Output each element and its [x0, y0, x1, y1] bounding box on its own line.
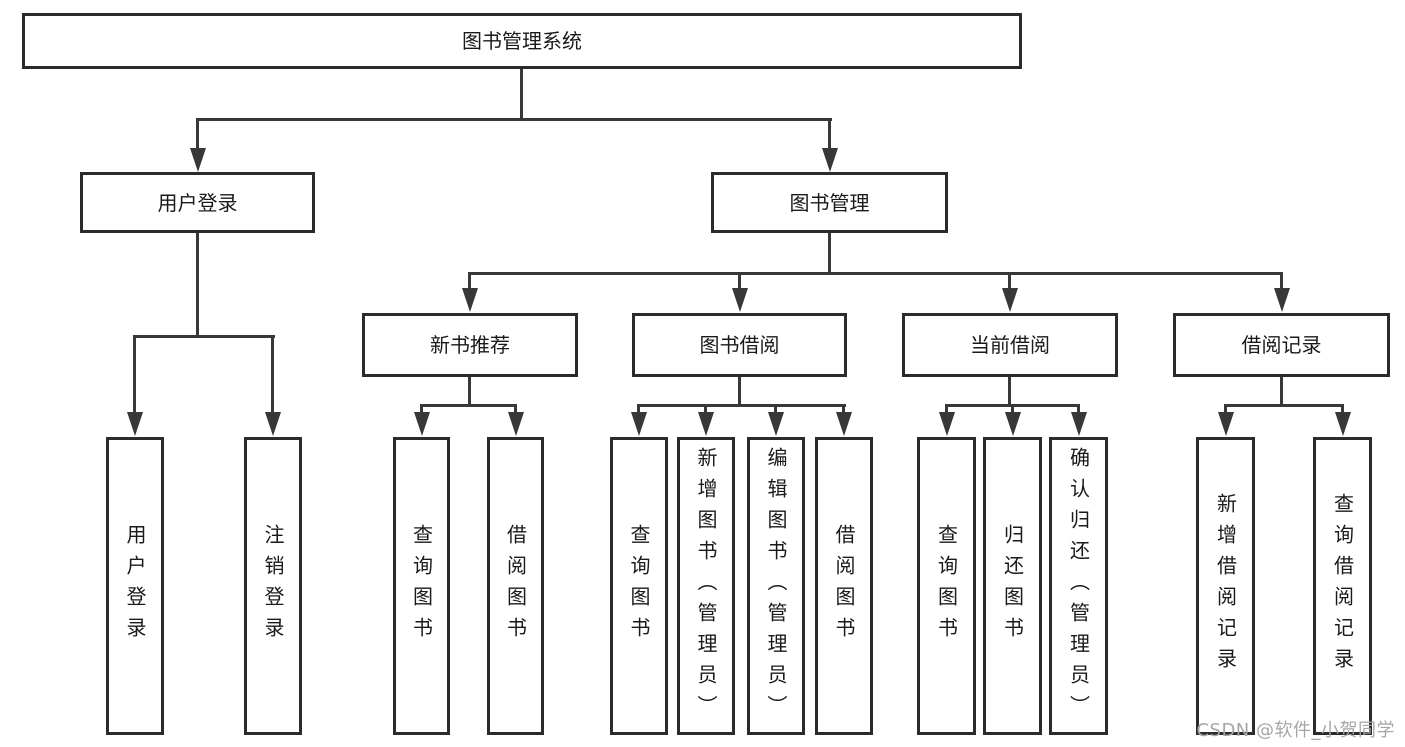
leaf-add-borrow-record-label: 新增借阅记录 [1213, 493, 1238, 679]
leaf-edit-book-admin: 编辑图书（管理员） [747, 437, 805, 735]
csdn-watermark: CSDN @软件_小贺同学 [1196, 720, 1395, 741]
leaf-borrow-books-2-label: 借阅图书 [832, 524, 856, 648]
leaf-confirm-return-admin: 确认归还（管理员） [1049, 437, 1108, 735]
node-new-book-recommend-label: 新书推荐 [430, 333, 510, 357]
arrow-to-user-login-icon [189, 118, 206, 172]
leaf-return-book-label: 归还图书 [1000, 524, 1025, 648]
node-borrow-records: 借阅记录 [1173, 313, 1390, 377]
connector-root-stub [520, 69, 523, 118]
arrow-to-book-borrow-icon [731, 272, 748, 312]
leaf-add-borrow-record: 新增借阅记录 [1196, 437, 1255, 735]
leaf-query-books-3-label: 查询图书 [934, 524, 959, 648]
connector-book-mgmt-branch [468, 272, 1283, 275]
arrow-leaf-icon [1004, 404, 1021, 436]
node-root: 图书管理系统 [22, 13, 1022, 69]
leaf-user-login: 用户登录 [106, 437, 164, 735]
arrow-leaf-icon [630, 404, 647, 436]
leaf-query-books-2: 查询图书 [610, 437, 668, 735]
connector-user-login-stub [196, 233, 199, 338]
arrow-leaf-icon [413, 404, 430, 436]
leaf-borrow-books-2: 借阅图书 [815, 437, 873, 735]
connector-borrow-records-stub [1280, 377, 1283, 406]
arrow-leaf-icon [1334, 404, 1351, 436]
arrow-to-book-mgmt-icon [821, 118, 838, 172]
node-new-book-recommend: 新书推荐 [362, 313, 578, 377]
node-borrow-records-label: 借阅记录 [1241, 333, 1322, 357]
leaf-return-book: 归还图书 [983, 437, 1042, 735]
node-current-borrow-label: 当前借阅 [970, 333, 1050, 357]
connector-new-book-rec-branch [420, 404, 517, 407]
node-book-management-label: 图书管理 [789, 190, 870, 215]
leaf-confirm-return-admin-label: 确认归还（管理员） [1066, 446, 1091, 726]
arrow-to-borrow-records-icon [1273, 272, 1290, 312]
connector-new-book-rec-stub [468, 377, 471, 406]
arrow-leaf-icon [1070, 404, 1087, 436]
node-book-management: 图书管理 [711, 172, 948, 233]
leaf-borrow-books-1-label: 借阅图书 [503, 524, 528, 648]
arrow-to-leaf-logout-icon [264, 335, 281, 436]
connector-borrow-records-branch [1224, 404, 1344, 407]
arrow-leaf-icon [1217, 404, 1234, 436]
leaf-query-books-1: 查询图书 [393, 437, 450, 735]
connector-book-mgmt-stub [828, 233, 831, 274]
leaf-query-borrow-record: 查询借阅记录 [1313, 437, 1372, 735]
connector-book-borrow-stub [738, 377, 741, 406]
leaf-query-books-3: 查询图书 [917, 437, 976, 735]
leaf-logout-label: 注销登录 [261, 524, 285, 648]
arrow-leaf-icon [835, 404, 852, 436]
leaf-query-books-1-label: 查询图书 [409, 524, 434, 648]
node-book-borrow: 图书借阅 [632, 313, 847, 377]
arrow-leaf-icon [767, 404, 784, 436]
arrow-to-current-borrow-icon [1001, 272, 1018, 312]
leaf-add-book-admin-label: 新增图书（管理员） [694, 446, 718, 726]
leaf-query-books-2-label: 查询图书 [627, 524, 651, 648]
arrow-to-new-book-rec-icon [461, 272, 478, 312]
leaf-user-login-label: 用户登录 [123, 524, 147, 648]
leaf-edit-book-admin-label: 编辑图书（管理员） [764, 446, 788, 726]
node-user-login-label: 用户登录 [157, 190, 238, 215]
node-root-label: 图书管理系统 [462, 29, 582, 53]
leaf-logout: 注销登录 [244, 437, 302, 735]
node-user-login: 用户登录 [80, 172, 315, 233]
arrow-leaf-icon [697, 404, 714, 436]
node-book-borrow-label: 图书借阅 [699, 333, 780, 357]
connector-root-branch [196, 118, 832, 121]
connector-current-borrow-stub [1008, 377, 1011, 406]
leaf-borrow-books-1: 借阅图书 [487, 437, 544, 735]
arrow-leaf-icon [938, 404, 955, 436]
arrow-to-leaf-user-login-icon [126, 335, 143, 436]
connector-user-login-branch [133, 335, 275, 338]
connector-book-borrow-branch [637, 404, 846, 407]
arrow-leaf-icon [507, 404, 524, 436]
leaf-add-book-admin: 新增图书（管理员） [677, 437, 735, 735]
node-current-borrow: 当前借阅 [902, 313, 1118, 377]
leaf-query-borrow-record-label: 查询借阅记录 [1330, 493, 1355, 679]
